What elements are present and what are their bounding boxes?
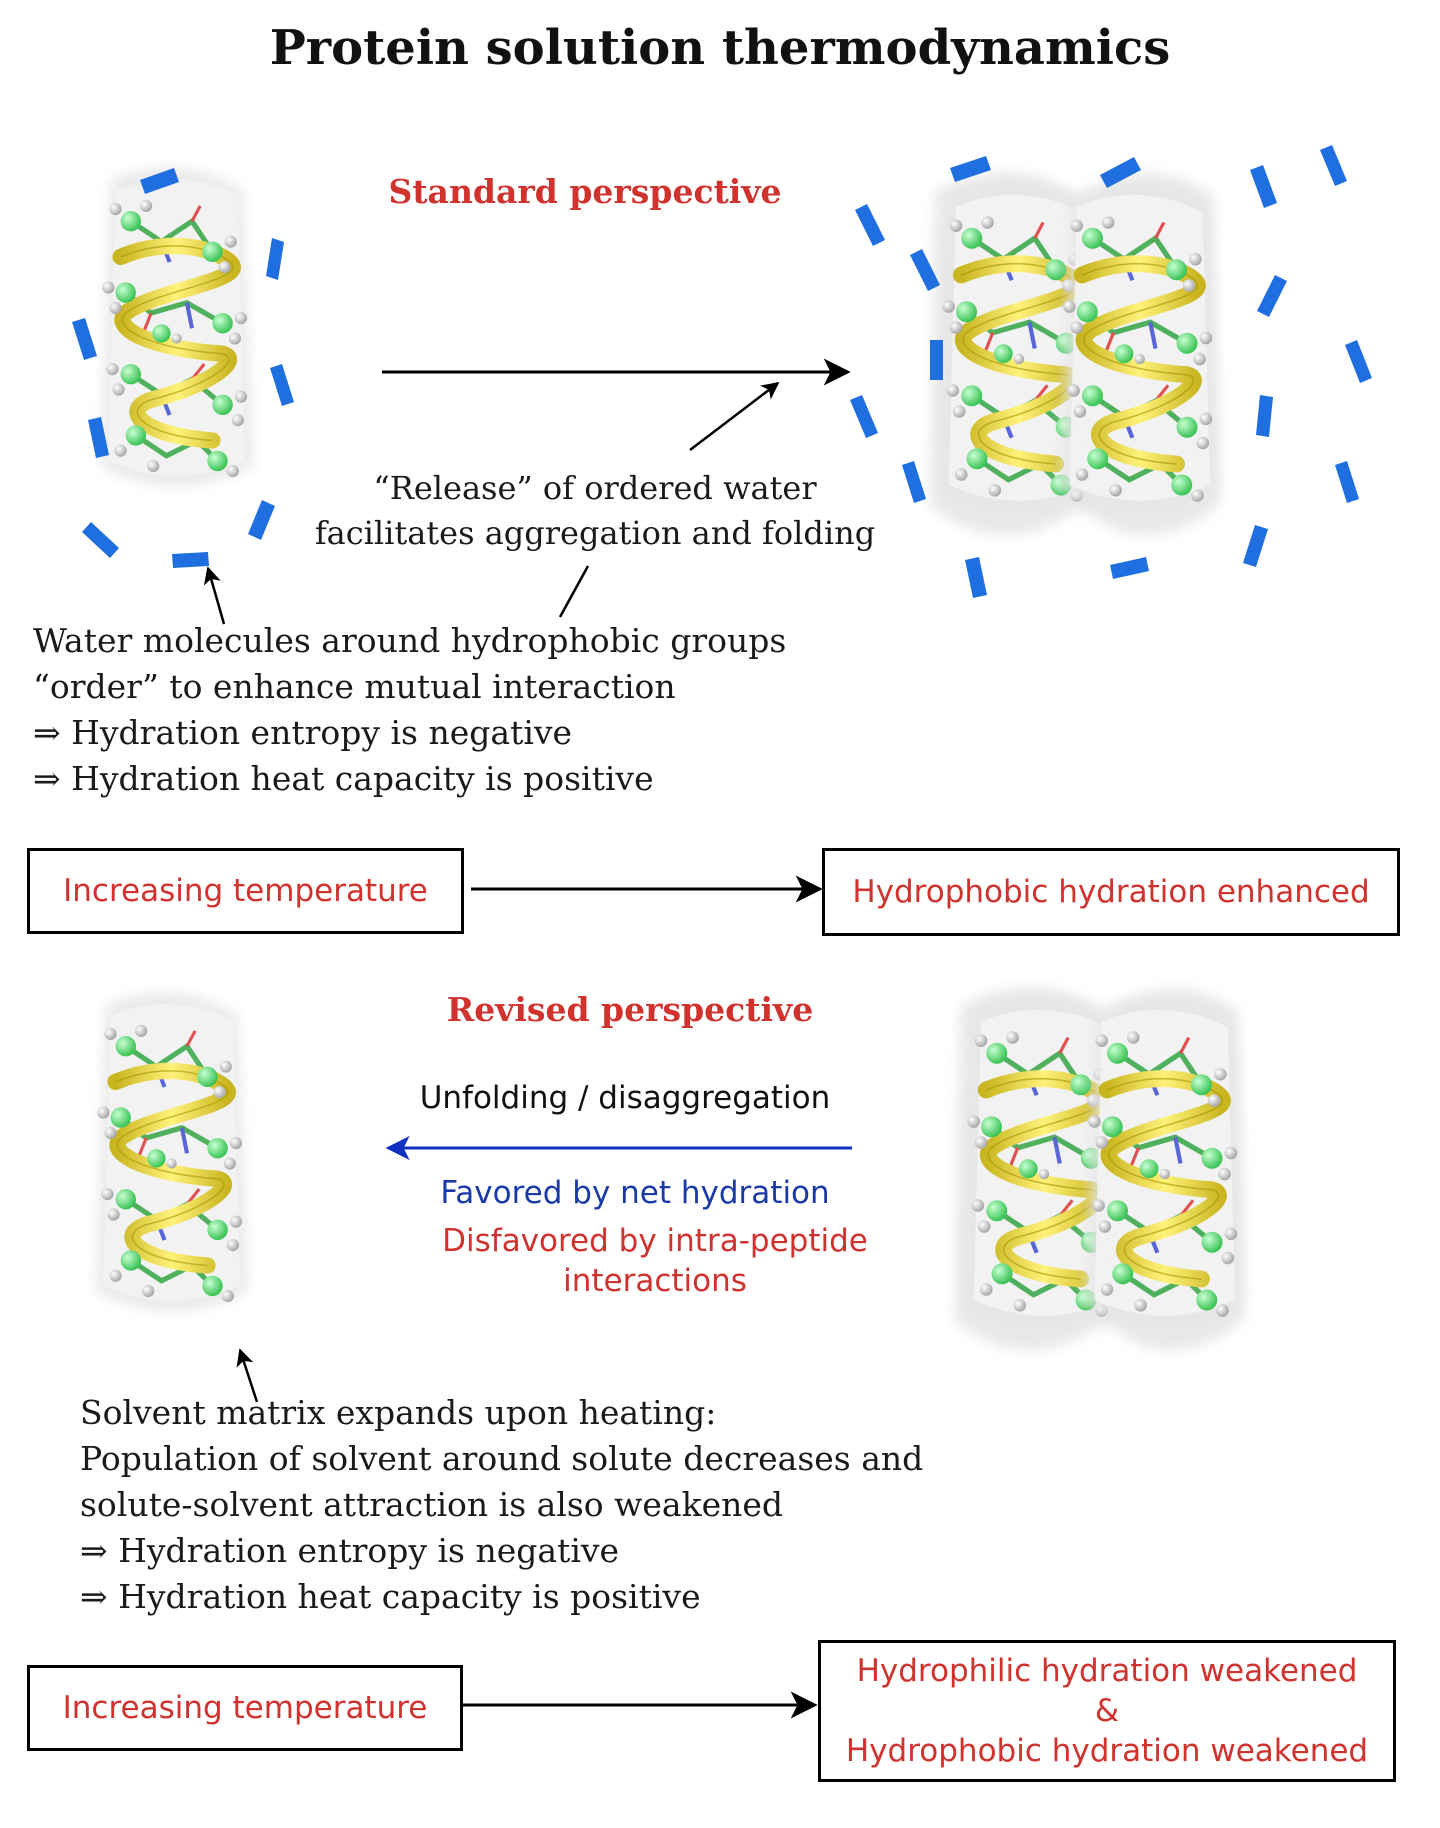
standard-perspective-heading: Standard perspective <box>388 172 782 211</box>
hydrophilic-weakened-label: Hydrophilic hydration weakened <box>856 1653 1358 1689</box>
ordered-water-shell-left <box>72 168 294 568</box>
standard-temperature-box: Increasing temperature <box>27 848 464 934</box>
hydration-weakened-box: Hydrophilic hydration weakened & Hydroph… <box>818 1640 1396 1782</box>
revised-temperature-label: Increasing temperature <box>62 1690 428 1726</box>
release-caption-line-1: “Release” of ordered water <box>373 469 817 507</box>
revised-perspective-heading: Revised perspective <box>446 990 814 1029</box>
hydrophobic-weakened-label: Hydrophobic hydration weakened <box>845 1733 1369 1769</box>
release-caption-line-2: facilitates aggregation and folding <box>314 514 876 552</box>
solvent-text-line-5: ⇒ Hydration heat capacity is positive <box>80 1577 701 1616</box>
disfavored-label: Disfavored by intra-peptide interactions <box>375 1221 935 1301</box>
hydrophobic-enhanced-label: Hydrophobic hydration enhanced <box>852 874 1370 910</box>
water-pointer <box>203 566 226 625</box>
favored-label: Favored by net hydration <box>440 1175 830 1211</box>
release-pointer-down <box>558 565 590 618</box>
solvent-text-line-3: solute-solvent attraction is also weaken… <box>80 1485 784 1524</box>
water-text-line-1: Water molecules around hydrophobic group… <box>33 621 787 660</box>
ampersand-label: & <box>1094 1693 1120 1729</box>
water-text-line-4: ⇒ Hydration heat capacity is positive <box>33 759 654 798</box>
solvent-expansion-text: Solvent matrix expands upon heating: Pop… <box>80 1390 923 1620</box>
release-pointer-up <box>689 381 780 451</box>
water-text-line-2: “order” to enhance mutual interaction <box>33 667 676 706</box>
solvent-text-line-4: ⇒ Hydration entropy is negative <box>80 1531 620 1570</box>
solvent-pointer <box>236 1348 259 1403</box>
standard-temperature-label: Increasing temperature <box>63 873 428 909</box>
hydrophobic-enhanced-box: Hydrophobic hydration enhanced <box>822 848 1400 936</box>
page-title: Protein solution thermodynamics <box>269 20 1171 76</box>
solvent-text-line-2: Population of solvent around solute decr… <box>80 1439 924 1478</box>
dimer-revised <box>954 987 1244 1351</box>
disfavored-line-2: interactions <box>563 1263 747 1299</box>
monomer-revised <box>95 992 248 1311</box>
dimer-standard <box>929 172 1219 536</box>
disfavored-line-1: Disfavored by intra-peptide <box>442 1223 868 1259</box>
water-ordering-text: Water molecules around hydrophobic group… <box>33 618 786 802</box>
water-text-line-3: ⇒ Hydration entropy is negative <box>33 713 573 752</box>
release-caption: “Release” of ordered water facilitates a… <box>300 466 890 556</box>
solvent-text-line-1: Solvent matrix expands upon heating: <box>80 1393 717 1432</box>
revised-temperature-box: Increasing temperature <box>27 1665 463 1751</box>
monomer-standard <box>100 167 253 486</box>
unfolding-label: Unfolding / disaggregation <box>419 1080 831 1116</box>
displaced-water-shell-right <box>850 145 1372 598</box>
